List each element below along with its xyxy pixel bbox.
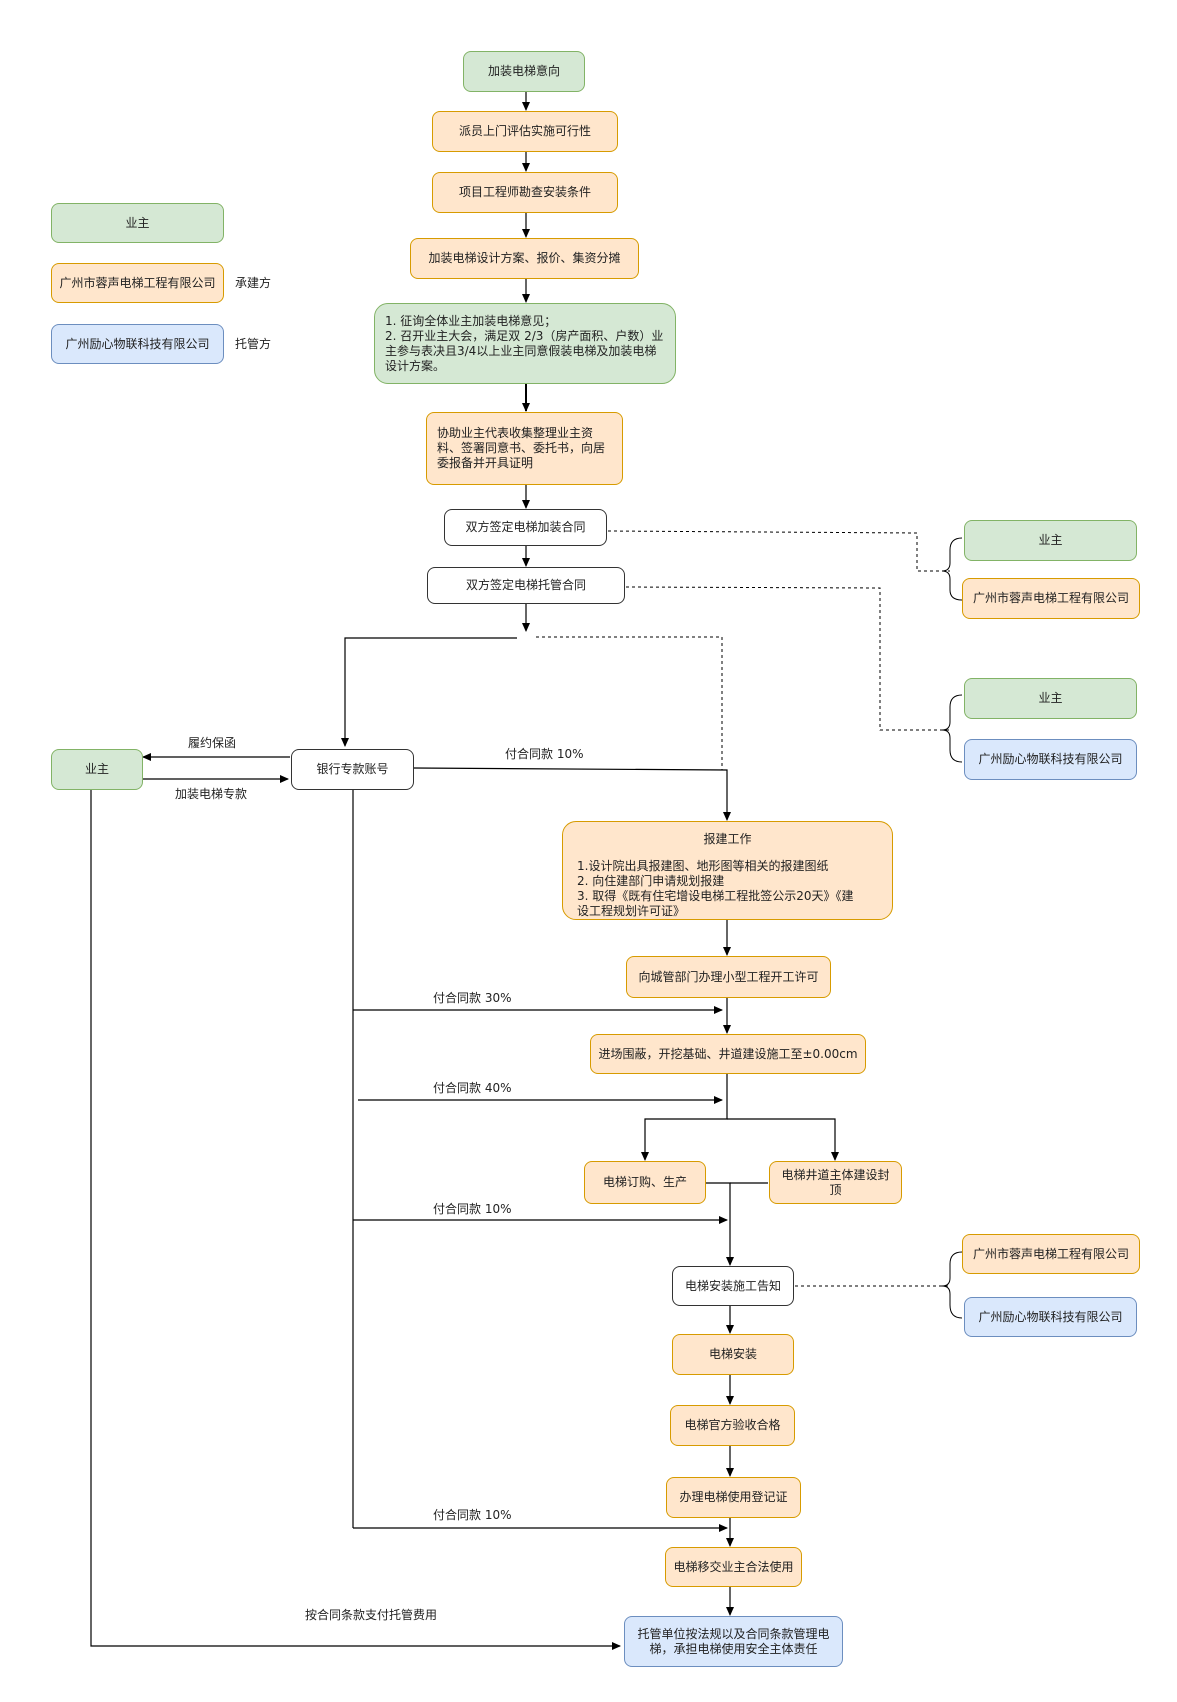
legend-custodian-label: 广州励心物联科技有限公司 [65,336,210,351]
legend-custodian: 广州励心物联科技有限公司 [51,324,224,364]
label-deposit: 履约保函 [188,736,237,750]
contract-install-label: 双方签定电梯加装合同 [465,520,586,534]
consult-line-2: 2. 召开业主大会，满足双 2/3（房产面积、户数）业 [385,328,664,343]
party-custody-custodian-label: 广州励心物联科技有限公司 [978,752,1123,766]
owner-left: 业主 [51,749,143,790]
brace-install [941,537,963,601]
edge-foundation-split [641,1074,728,1161]
acceptance-label: 电梯官方验收合格 [684,1418,781,1432]
notice-label: 电梯安装施工告知 [684,1278,781,1293]
contract-custody-label: 双方签定电梯托管合同 [465,578,586,592]
dash-install-parties [607,530,950,572]
label-pay-40: 付合同款 40% [433,1081,512,1095]
step-survey-label: 项目工程师勘查安装条件 [458,185,591,199]
party-custody-custodian: 广州励心物联科技有限公司 [964,739,1137,780]
legend-contractor-label: 广州市蓉声电梯工程有限公司 [59,275,216,290]
step-collect: 协助业主代表收集整理业主资 料、签署同意书、委托书，向居 委报备并开具证明 [426,412,623,485]
step-custody-final: 托管单位按法规以及合同条款管理电 梯，承担电梯使用安全主体责任 [624,1616,843,1667]
label-pay-30: 付合同款 30% [433,991,512,1005]
edge-bank-approval [413,767,731,821]
legend-owner: 业主 [51,203,224,243]
register-label: 办理电梯使用登记证 [679,1490,788,1504]
step-contract-custody: 双方签定电梯托管合同 [427,567,625,604]
label-pay-10-c: 付合同款 10% [433,1508,512,1522]
dash-split-approval [536,636,723,770]
legend-owner-label: 业主 [125,215,150,230]
step-design-label: 加装电梯设计方案、报价、集资分摊 [428,251,621,265]
step-consult: 1. 征询全体业主加装电梯意见； 2. 召开业主大会，满足双 2/3（房产面积、… [374,303,676,384]
step-install: 电梯安装 [672,1334,794,1375]
bank-account: 银行专款账号 [291,749,414,790]
step-survey: 项目工程师勘查安装条件 [432,172,618,213]
party-notice-custodian-label: 广州励心物联科技有限公司 [978,1309,1123,1324]
consult-line-3: 主参与表决且3/4以上业主同意假装电梯及加装电梯 [385,343,657,358]
step-intent-label: 加装电梯意向 [487,64,560,78]
step-assess: 派员上门评估实施可行性 [432,111,618,152]
step-approval: 报建工作 1.设计院出具报建图、地形图等相关的报建图纸 2. 向住建部门申请规划… [562,821,893,920]
shaft-label: 电梯井道主体建设封顶 [781,1167,890,1197]
label-custody-fee: 按合同条款支付托管费用 [305,1608,438,1622]
party-notice-contractor-label: 广州市蓉声电梯工程有限公司 [972,1246,1129,1261]
step-acceptance: 电梯官方验收合格 [670,1405,795,1446]
collect-line-2: 料、签署同意书、委托书，向居 [437,441,606,455]
party-install-contractor-label: 广州市蓉声电梯工程有限公司 [972,591,1129,605]
legend-contractor: 广州市蓉声电梯工程有限公司 [51,263,224,303]
install-label: 电梯安装 [708,1347,757,1361]
label-pay-10-a: 付合同款 10% [505,747,584,761]
owner-left-label: 业主 [84,762,109,776]
approval-line-4: 设工程规划许可证》 [577,904,686,918]
approval-line-3: 3. 取得《既有住宅增设电梯工程批签公示20天》《建 [577,889,854,903]
step-contract-install: 双方签定电梯加装合同 [444,509,607,546]
collect-line-1: 协助业主代表收集整理业主资 [437,426,594,440]
step-assess-label: 派员上门评估实施可行性 [458,124,591,138]
party-custody-owner: 业主 [964,678,1137,719]
label-special-fund: 加装电梯专款 [175,787,248,801]
party-install-owner-label: 业主 [1038,533,1063,547]
party-notice-custodian: 广州励心物联科技有限公司 [964,1297,1137,1337]
dash-custody-parties [625,586,950,731]
order-label: 电梯订购、生产 [602,1175,687,1189]
step-intent: 加装电梯意向 [463,51,585,92]
edge-owner-custody [90,790,621,1650]
step-handover: 电梯移交业主合法使用 [665,1547,802,1587]
step-shaft: 电梯井道主体建设封顶 [769,1161,902,1204]
step-order: 电梯订购、生产 [584,1161,706,1204]
approval-title: 报建工作 [703,832,752,846]
permit-label: 向城管部门办理小型工程开工许可 [638,969,819,984]
consult-line-1: 1. 征询全体业主加装电梯意见； [385,313,557,328]
approval-line-2: 2. 向住建部门申请规划报建 [577,874,725,888]
step-permit: 向城管部门办理小型工程开工许可 [626,956,831,998]
custody-final-line-2: 梯，承担电梯使用安全主体责任 [649,1641,818,1656]
party-custody-owner-label: 业主 [1038,691,1063,705]
legend-contractor-role: 承建方 [235,276,272,290]
step-register: 办理电梯使用登记证 [666,1477,801,1518]
party-notice-contractor: 广州市蓉声电梯工程有限公司 [962,1234,1140,1274]
brace-notice [941,1251,963,1319]
edge-foundation-shaft [727,1118,839,1161]
foundation-label: 进场围蔽，开挖基础、井道建设施工至±0.00cm [598,1046,858,1061]
brace-custody [941,694,963,763]
approval-line-1: 1.设计院出具报建图、地形图等相关的报建图纸 [577,859,829,873]
step-design: 加装电梯设计方案、报价、集资分摊 [410,238,639,279]
custody-final-line-1: 托管单位按法规以及合同条款管理电 [637,1626,830,1641]
legend-custodian-role: 托管方 [235,337,272,351]
label-pay-10-b: 付合同款 10% [433,1202,512,1216]
edge-order-notice [705,1182,734,1266]
step-foundation: 进场围蔽，开挖基础、井道建设施工至±0.00cm [590,1034,866,1074]
step-notice: 电梯安装施工告知 [672,1266,794,1306]
handover-label: 电梯移交业主合法使用 [673,1559,794,1574]
bank-account-label: 银行专款账号 [316,762,389,776]
edge-split-bank [341,637,517,747]
consult-line-4: 设计方案。 [385,358,446,373]
party-install-contractor: 广州市蓉声电梯工程有限公司 [962,578,1140,619]
party-install-owner: 业主 [964,520,1137,561]
collect-line-3: 委报备并开具证明 [437,456,534,470]
